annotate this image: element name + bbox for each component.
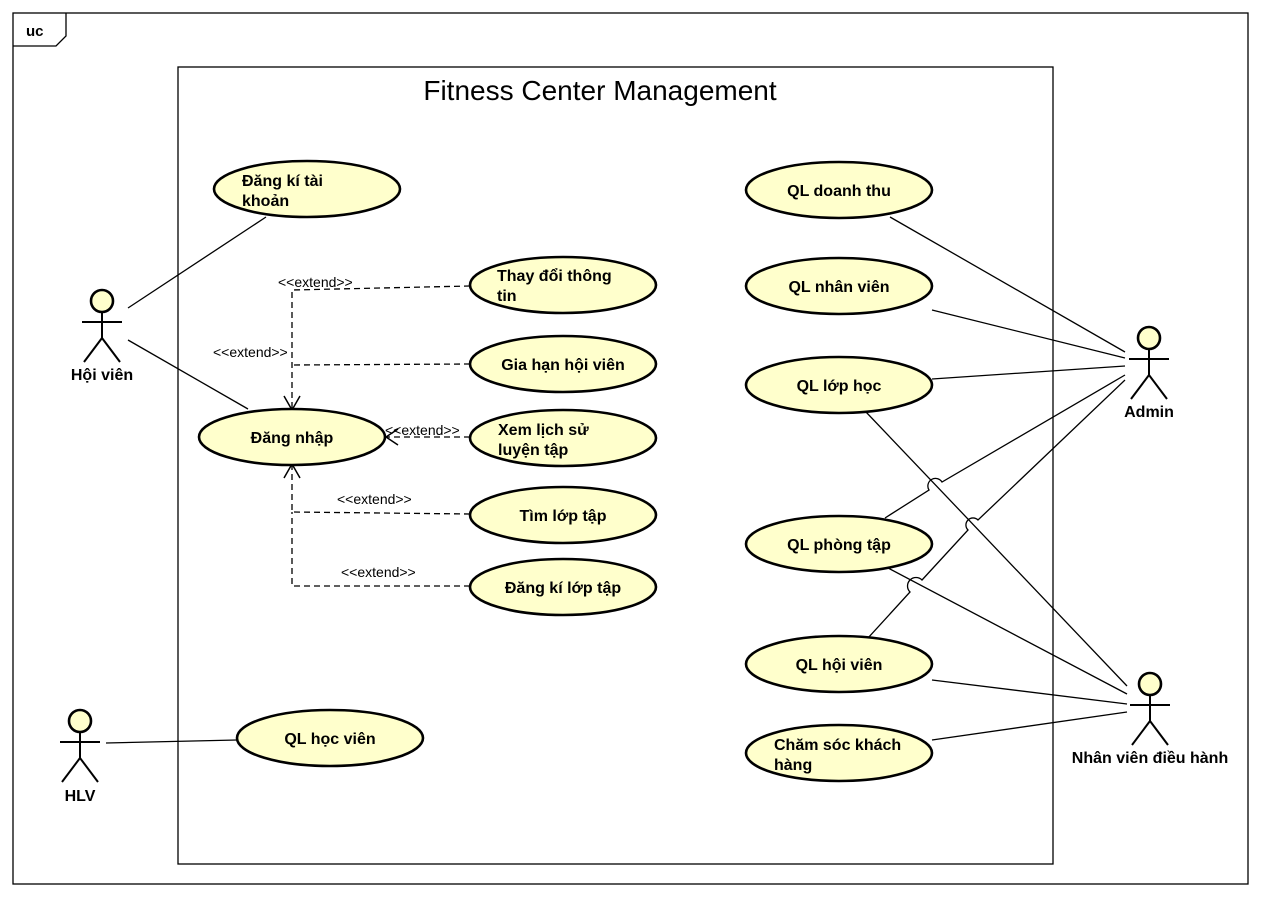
assoc-hlv-qlhocvien <box>105 739 238 744</box>
frame-tag-box <box>13 13 67 47</box>
svg-text:QL phòng tập: QL phòng tập <box>787 537 891 554</box>
usecase-tim-lop-tap[interactable]: Tìm lớp tập <box>468 485 658 545</box>
svg-text:QL lớp học: QL lớp học <box>797 378 882 395</box>
extend-label-dangkilop: <<extend>> <box>341 564 416 580</box>
assoc-admin-phongtap <box>884 374 1126 519</box>
actor-admin-head <box>1136 325 1162 351</box>
svg-text:luyện tập: luyện tập <box>498 442 568 459</box>
usecase-ql-phong-tap[interactable]: QL phòng tập <box>744 514 934 574</box>
extend-giahan <box>291 363 471 366</box>
svg-text:Đăng nhập: Đăng nhập <box>251 430 334 447</box>
assoc-hoivien-dangki <box>127 216 267 309</box>
usecase-ql-hoc-vien[interactable]: QL học viên <box>235 708 425 768</box>
actor-nhan-vien-dieu-hanh[interactable]: Nhân viên điều hành <box>1072 671 1228 767</box>
actor-admin[interactable]: Admin <box>1124 325 1174 421</box>
actor-hlv-head <box>67 708 93 734</box>
extend-label-xemlichsu: <<extend>> <box>385 422 460 438</box>
system-title: Fitness Center Management <box>423 75 777 106</box>
svg-text:Xem lịch sử: Xem lịch sử <box>498 422 589 439</box>
actor-admin-label: Admin <box>1124 404 1174 421</box>
assoc-nhanvien-chamsoc <box>931 711 1128 741</box>
assoc-nhanvien-phongtap <box>887 567 1128 695</box>
extend-label-timlop: <<extend>> <box>337 491 412 507</box>
assoc-admin-doanhthu <box>889 216 1126 353</box>
actor-nhan-vien-label: Nhân viên điều hành <box>1072 750 1228 767</box>
svg-text:Tìm lớp tập: Tìm lớp tập <box>520 508 607 525</box>
svg-text:QL doanh thu: QL doanh thu <box>787 183 891 200</box>
actor-hoi-vien-head <box>89 288 115 314</box>
assoc-nhanvien-hoivien <box>931 679 1128 705</box>
svg-text:QL học viên: QL học viên <box>284 731 375 748</box>
usecase-ql-doanh-thu[interactable]: QL doanh thu <box>744 160 934 220</box>
usecase-gia-han-hoi-vien[interactable]: Gia hạn hội viên <box>468 334 658 394</box>
frame-tag: uc <box>26 23 44 40</box>
usecase-dang-ki-lop-tap[interactable]: Đăng kí lớp tập <box>468 557 658 617</box>
usecase-ql-nhan-vien[interactable]: QL nhân viên <box>744 256 934 316</box>
svg-text:hàng: hàng <box>774 757 812 774</box>
associations <box>105 216 1128 744</box>
usecase-dang-ki-tai-khoan[interactable]: Đăng kí tài khoản <box>212 159 402 219</box>
usecase-cham-soc-khach-hang[interactable]: Chăm sóc khách hàng <box>744 723 934 783</box>
usecase-xem-lich-su[interactable]: Xem lịch sử luyện tập <box>468 408 658 468</box>
svg-text:QL hội viên: QL hội viên <box>796 657 883 674</box>
actor-hlv-label: HLV <box>65 788 96 805</box>
system-boundary <box>177 66 1054 865</box>
extend-label-thaydoi: <<extend>> <box>278 274 353 290</box>
assoc-admin-lophoc <box>931 365 1126 380</box>
diagram-frame <box>12 12 1249 885</box>
svg-text:khoản: khoản <box>242 193 289 210</box>
actor-nhan-vien-head <box>1137 671 1163 697</box>
usecase-ql-lop-hoc[interactable]: QL lớp học <box>744 355 934 415</box>
extend-relationships: <<extend>> <<extend>> <<extend>> <<exten… <box>213 274 471 587</box>
assoc-nhanvien-lophoc <box>865 411 1128 687</box>
use-cases: Đăng kí tài khoản Thay đổi thông tin Gia… <box>197 159 934 783</box>
svg-text:Gia hạn hội viên: Gia hạn hội viên <box>501 357 625 374</box>
svg-text:Đăng kí tài: Đăng kí tài <box>242 173 323 190</box>
actor-hlv[interactable]: HLV <box>60 708 100 805</box>
svg-text:Chăm sóc khách: Chăm sóc khách <box>774 737 901 754</box>
actor-hoi-vien-label: Hội viên <box>71 367 133 384</box>
usecase-ql-hoi-vien[interactable]: QL hội viên <box>744 634 934 694</box>
assoc-hoivien-dangnhap <box>127 339 249 410</box>
svg-text:QL nhân viên: QL nhân viên <box>788 279 889 296</box>
usecase-dang-nhap[interactable]: Đăng nhập <box>197 407 387 467</box>
extend-thaydoi <box>291 285 471 408</box>
svg-text:tin: tin <box>497 288 517 305</box>
assoc-admin-hoivien <box>867 379 1126 639</box>
svg-text:Thay đổi thông: Thay đổi thông <box>497 267 612 285</box>
assoc-admin-nhanvien <box>931 309 1126 359</box>
actor-hoi-vien[interactable]: Hội viên <box>71 288 133 384</box>
extend-label-giahan: <<extend>> <box>213 344 288 360</box>
svg-text:Đăng kí lớp tập: Đăng kí lớp tập <box>505 580 622 597</box>
usecase-thay-doi-thong-tin[interactable]: Thay đổi thông tin <box>468 255 658 315</box>
